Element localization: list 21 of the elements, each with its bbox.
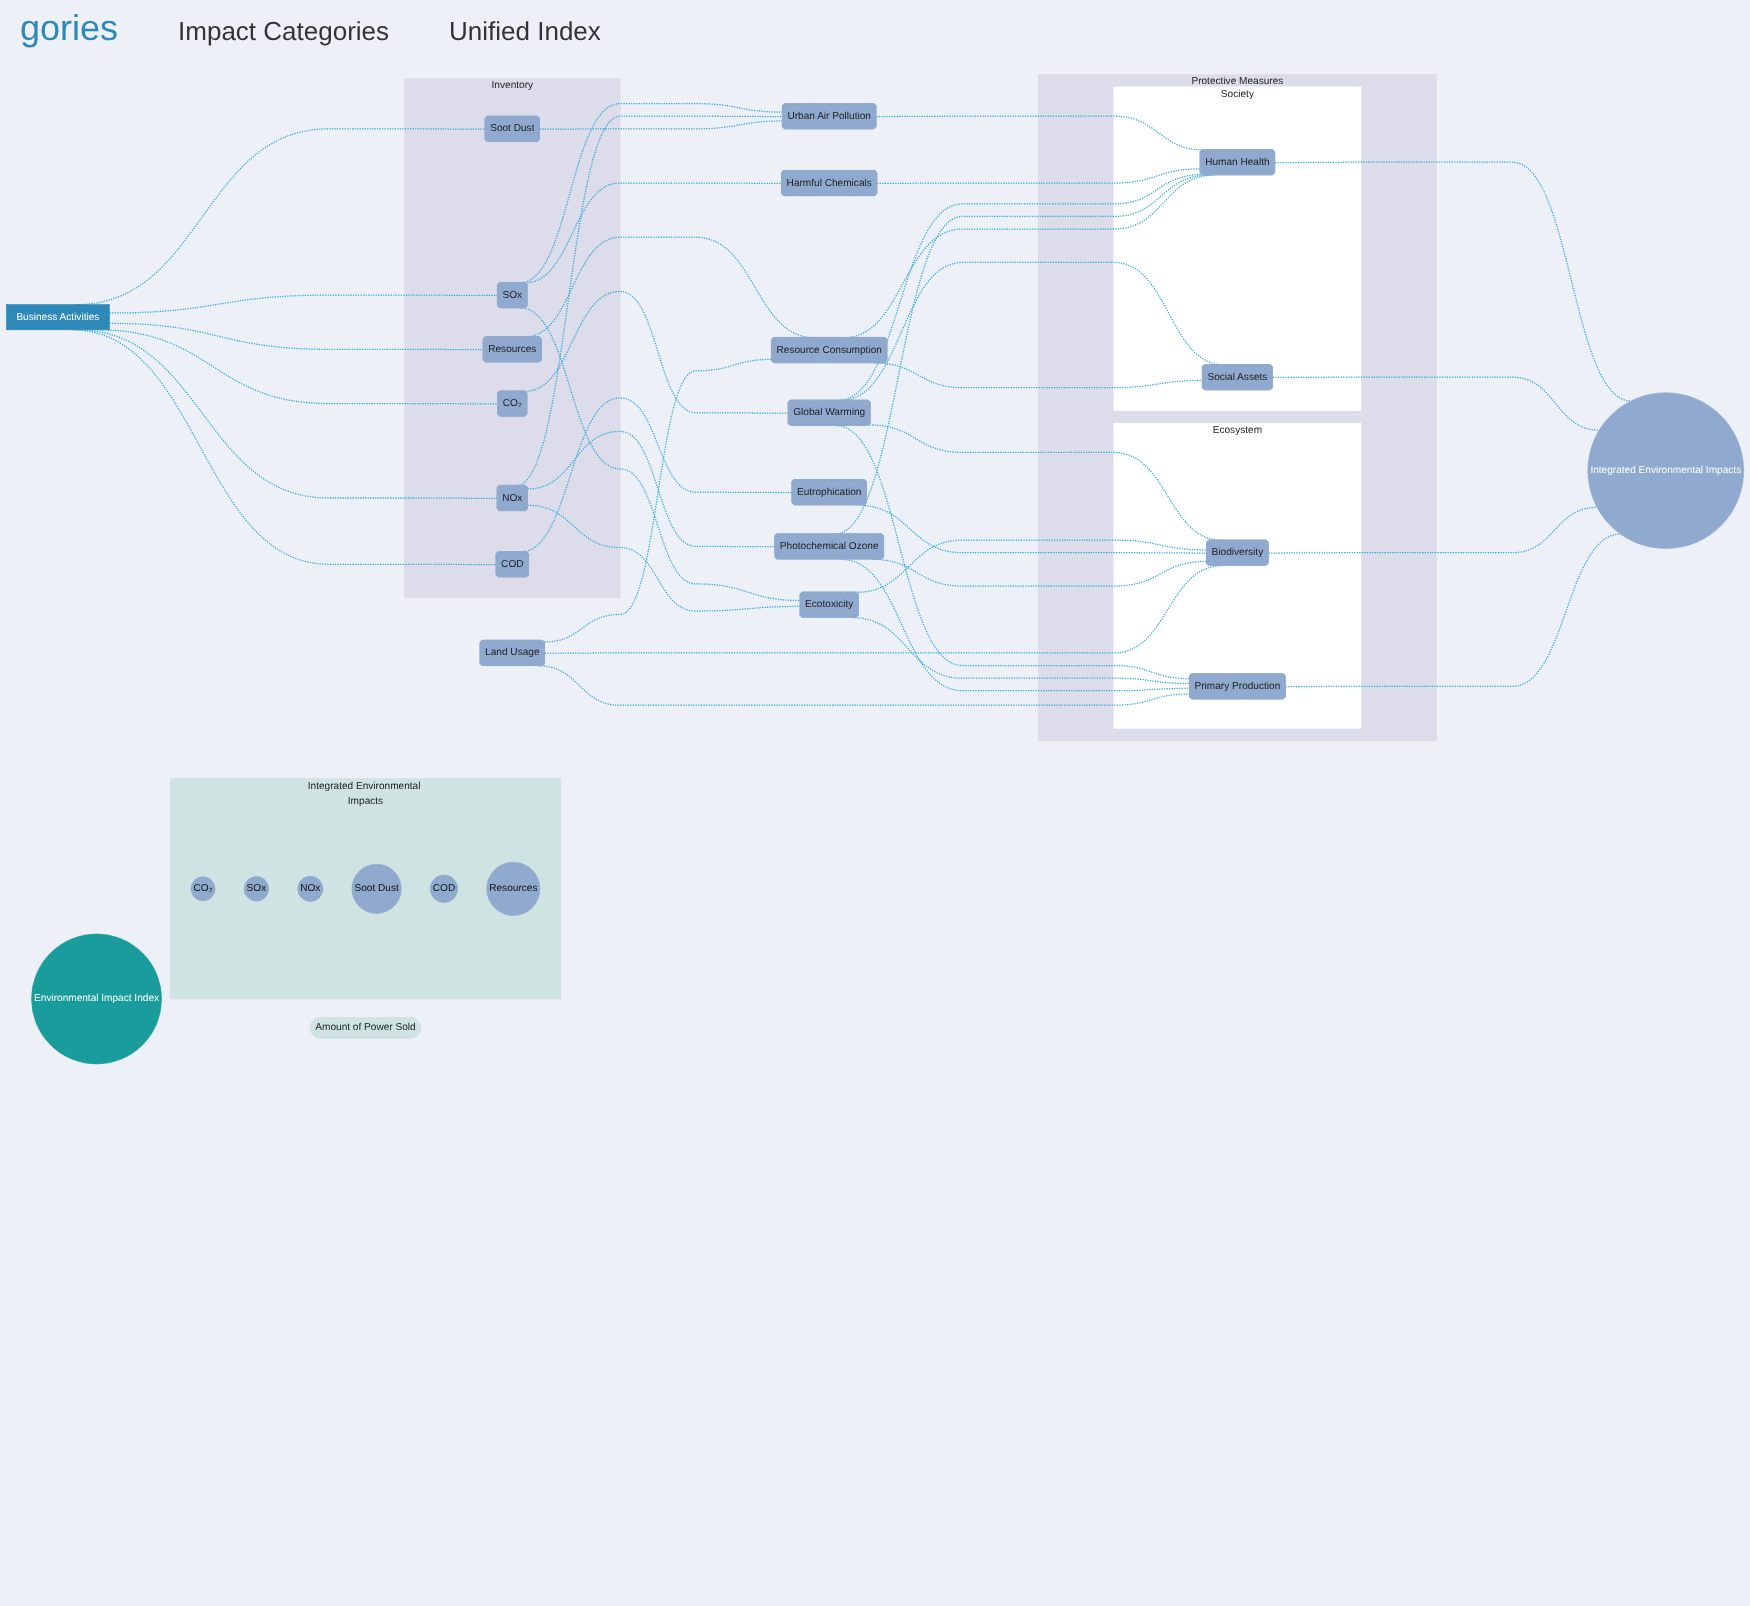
connector	[1274, 161, 1632, 402]
connector	[543, 358, 773, 643]
column-heading: Impact Categories	[178, 16, 390, 46]
connector	[538, 665, 1191, 706]
connector	[875, 115, 1205, 151]
connector	[539, 120, 784, 130]
connector	[1267, 506, 1598, 554]
connector	[1272, 376, 1600, 431]
connector	[519, 307, 801, 602]
connector	[527, 430, 776, 548]
connector	[108, 294, 499, 314]
column-heading: Unified Index	[449, 16, 601, 46]
connector	[524, 182, 783, 284]
connector	[1285, 533, 1622, 688]
connector	[515, 115, 784, 487]
connector	[876, 168, 1202, 184]
connector	[527, 504, 801, 612]
connector	[524, 290, 790, 414]
connector	[108, 322, 485, 351]
heading: gories	[20, 8, 119, 50]
connector	[854, 539, 1208, 594]
